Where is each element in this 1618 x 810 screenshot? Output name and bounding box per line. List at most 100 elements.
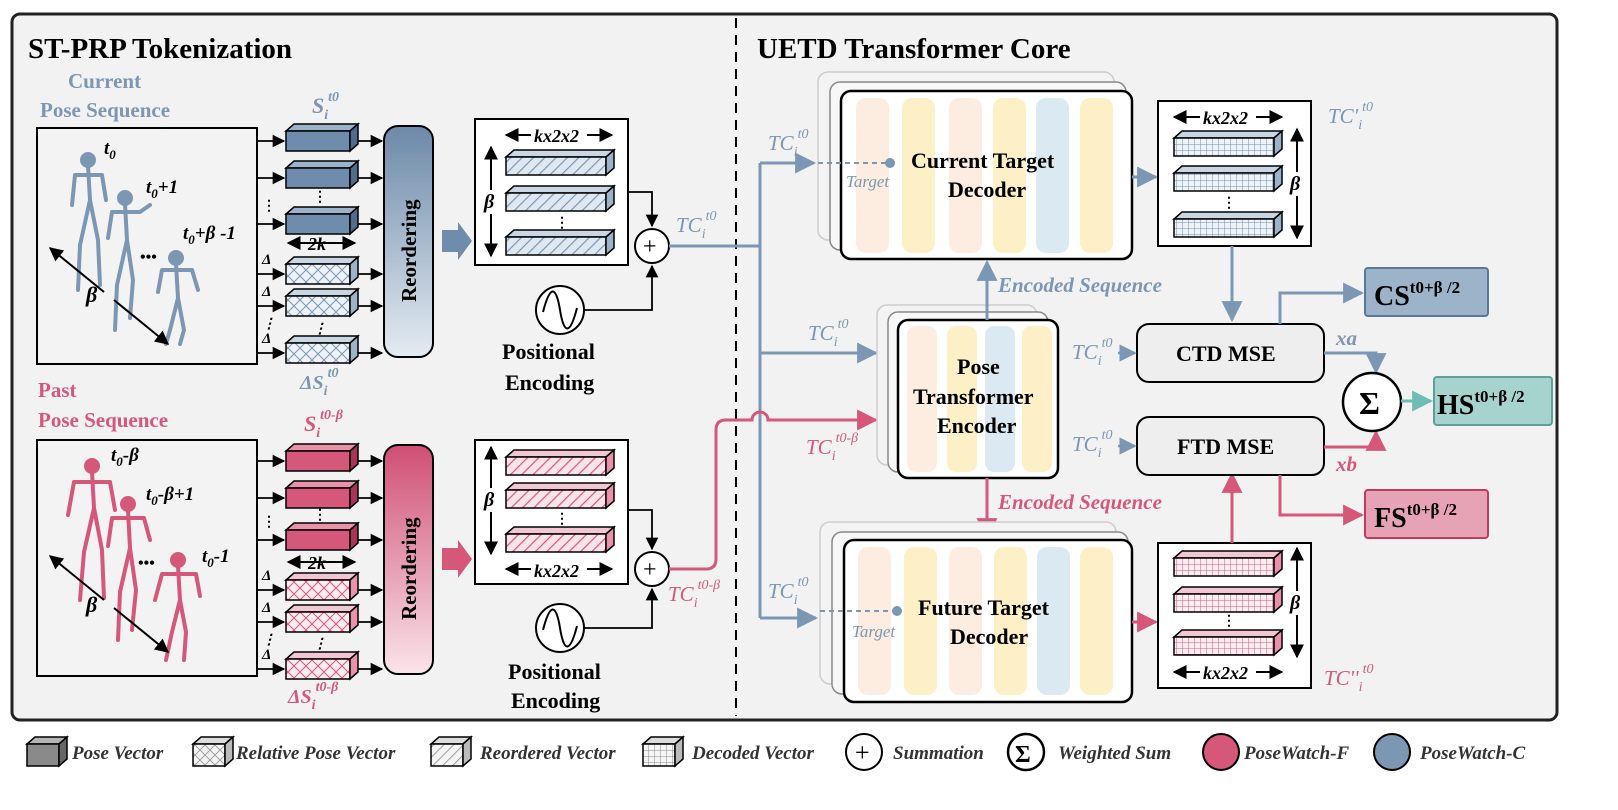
past-beta-arrow: β ••• bbox=[48, 555, 170, 653]
weighted-sum-symbol: Σ bbox=[1359, 385, 1380, 421]
past-positional-encoding: Positional Encoding bbox=[508, 587, 659, 713]
current-ds-label: ΔSit0 bbox=[299, 366, 338, 399]
past-relative-vectors bbox=[284, 571, 360, 681]
legend-summation: Summation bbox=[893, 743, 984, 764]
svg-text:Δ: Δ bbox=[261, 252, 271, 268]
pink-routing bbox=[669, 409, 879, 571]
reordered-vector-icon bbox=[429, 735, 473, 768]
svg-text:Transformer: Transformer bbox=[913, 384, 1034, 409]
future-target-decoder: Future Target Decoder Target bbox=[819, 521, 1134, 704]
tc-past-input: TCit0-β bbox=[806, 431, 858, 464]
past-pose-image bbox=[36, 439, 258, 677]
svg-text:β: β bbox=[85, 592, 98, 617]
right-panel-title: UETD Transformer Core bbox=[757, 33, 1071, 65]
svg-text:TCit0: TCit0 bbox=[808, 317, 848, 350]
current-decoded-ellipsis: ⋮ bbox=[1222, 196, 1236, 211]
svg-text:β: β bbox=[483, 191, 495, 213]
current-tc-label: TCit0 bbox=[676, 209, 716, 242]
svg-text:Δ: Δ bbox=[261, 568, 271, 584]
svg-text:2k: 2k bbox=[307, 553, 326, 573]
past-reordering-block bbox=[383, 444, 434, 675]
svg-text:+: + bbox=[855, 738, 870, 767]
blue-routing bbox=[669, 152, 879, 629]
ctd-to-cs-arrow bbox=[1278, 282, 1365, 324]
svg-text:Future Target: Future Target bbox=[918, 595, 1050, 620]
cs-output bbox=[1364, 267, 1489, 317]
svg-text:t0-β: t0-β bbox=[111, 445, 139, 469]
past-reordering-label: Reordering bbox=[397, 517, 421, 620]
legend-weighted-sum: Weighted Sum bbox=[1058, 743, 1171, 764]
past-pose-vectors: ⋮ ⋮ bbox=[262, 442, 360, 552]
current-block-to-sum bbox=[628, 191, 659, 228]
svg-text:⋮: ⋮ bbox=[262, 633, 276, 648]
svg-text:Δ: Δ bbox=[261, 647, 271, 663]
weighted-sum-icon: Σ bbox=[1006, 732, 1046, 772]
current-block-dims: kx2x2 β bbox=[482, 124, 614, 258]
current-reordered-ellipsis: ⋮ bbox=[555, 216, 569, 231]
hs-output-label: HSt0+β /2 bbox=[1437, 387, 1525, 421]
legend: Pose Vector Relative Pose Vector Reorder… bbox=[25, 732, 1526, 772]
svg-text:Encoding: Encoding bbox=[511, 688, 600, 713]
tc-prime-label: TC'it0 bbox=[1328, 100, 1373, 133]
ctd-mse-label: CTD MSE bbox=[1176, 341, 1276, 366]
xa-label: xa bbox=[1335, 326, 1357, 350]
xb-label: xb bbox=[1335, 452, 1357, 476]
legend-relative-pose-vector: Relative Pose Vector bbox=[235, 743, 396, 764]
svg-text:kx2x2: kx2x2 bbox=[1203, 663, 1248, 683]
current-target-decoder: Current Target Decoder Target bbox=[817, 71, 1134, 261]
svg-text:Positional: Positional bbox=[508, 659, 601, 684]
past-tc-label: TCit0-β bbox=[668, 578, 720, 611]
ftd-mse-label: FTD MSE bbox=[1177, 434, 1274, 459]
mse-tc-labels: TCit0 TCit0 bbox=[1072, 336, 1112, 461]
encoded-seq-blue: Encoded Sequence bbox=[997, 273, 1162, 297]
past-summation-plus: + bbox=[643, 557, 657, 583]
current-decoded-dims: kx2x2 β bbox=[1172, 107, 1306, 240]
left-panel-title: ST-PRP Tokenization bbox=[28, 33, 292, 65]
svg-text:Σ: Σ bbox=[1015, 742, 1031, 768]
past-s-label: Sit0-β bbox=[304, 408, 344, 441]
svg-text:•••: ••• bbox=[138, 555, 155, 572]
current-label-1: Current bbox=[68, 69, 141, 93]
future-decoded-dims: β kx2x2 bbox=[1172, 546, 1306, 683]
svg-text:t0-β+1: t0-β+1 bbox=[146, 484, 194, 508]
relative-pose-vector-icon bbox=[191, 735, 235, 768]
svg-text:β: β bbox=[85, 282, 98, 307]
current-pose-vectors: ⋮ ⋮ bbox=[262, 122, 360, 236]
svg-text:2k: 2k bbox=[307, 234, 326, 254]
current-s-label: Sit0 bbox=[312, 90, 339, 123]
past-block-to-sum bbox=[628, 509, 659, 551]
past-delta-labels: Δ Δ Δ ⋮ ⋮ bbox=[261, 568, 327, 663]
svg-text:t0+β -1: t0+β -1 bbox=[183, 223, 236, 247]
current-forward-arrow bbox=[442, 222, 472, 260]
hs-output bbox=[1433, 376, 1553, 426]
current-summation-plus: + bbox=[643, 234, 657, 260]
past-input-arrows bbox=[257, 454, 384, 676]
current-label-2: Pose Sequence bbox=[40, 98, 170, 122]
svg-text:Δ: Δ bbox=[261, 284, 271, 300]
current-relative-vectors bbox=[284, 255, 360, 365]
current-beta-arrow: β ••• bbox=[48, 247, 170, 345]
svg-text:Target: Target bbox=[852, 622, 896, 641]
encoded-seq-pink: Encoded Sequence bbox=[997, 490, 1162, 514]
fs-output-label: FSt0+β /2 bbox=[1374, 500, 1457, 534]
past-reordered-ellipsis: ⋮ bbox=[555, 512, 569, 527]
current-input-arrows bbox=[257, 134, 384, 360]
svg-text:TCit0: TCit0 bbox=[768, 575, 808, 608]
svg-text:Decoder: Decoder bbox=[948, 177, 1026, 202]
svg-text:Encoder: Encoder bbox=[937, 413, 1017, 438]
svg-text:Decoder: Decoder bbox=[950, 624, 1028, 649]
svg-text:Δ: Δ bbox=[261, 331, 271, 347]
decoded-vector-icon bbox=[641, 735, 685, 768]
past-reordered-vectors bbox=[504, 448, 616, 554]
svg-text:Pose: Pose bbox=[957, 354, 1000, 379]
svg-text:⋮: ⋮ bbox=[262, 199, 276, 214]
ctd-to-sigma-arrow bbox=[1324, 351, 1387, 375]
legend-posewatch-f: PoseWatch-F bbox=[1243, 743, 1350, 764]
current-pose-image bbox=[36, 127, 258, 365]
current-positional-encoding: Positional Encoding bbox=[502, 264, 659, 395]
svg-text:kx2x2: kx2x2 bbox=[534, 561, 579, 581]
cs-output-label: CSt0+β /2 bbox=[1374, 278, 1460, 312]
posewatch-c-icon bbox=[1373, 733, 1411, 771]
svg-text:TCit0: TCit0 bbox=[1072, 336, 1112, 369]
past-frame-labels: t0-β t0-β+1 t0-1 bbox=[111, 445, 230, 570]
